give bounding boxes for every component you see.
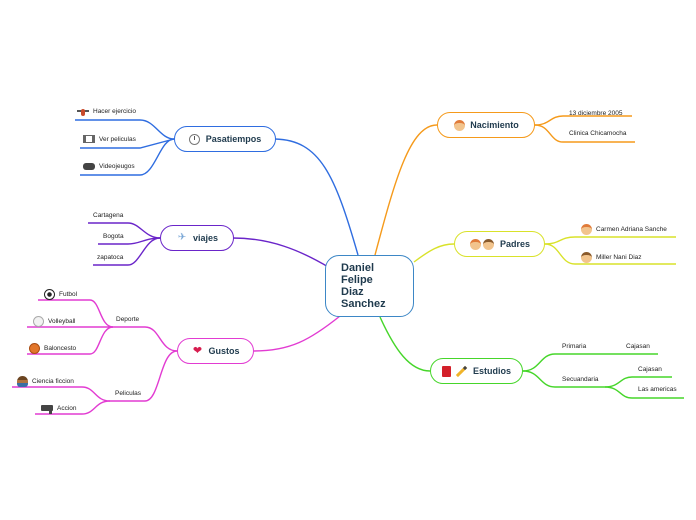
leaf-label: zapatoca [97, 254, 124, 261]
volleyball-icon [32, 315, 44, 327]
leaf-secundaria-cajasan[interactable]: Cajasan [638, 366, 662, 373]
branch-pasatiempos[interactable]: Pasatiempos [174, 126, 276, 152]
subbranch-label: Peliculas [115, 390, 142, 397]
airplane-icon: ✈ [177, 232, 187, 243]
leaf-ciencia-ficcion[interactable]: Ciencia ficcion [16, 375, 74, 387]
branch-label: Estudios [472, 366, 511, 376]
leaf-bogota[interactable]: Bogota [103, 233, 124, 240]
leaf-hacer-ejercicio[interactable]: Hacer ejercicio [77, 105, 136, 117]
leaf-videojeugos[interactable]: Videojeugos [83, 160, 135, 172]
leaf-futbol[interactable]: Futbol [43, 288, 77, 300]
central-topic-line: Sanchez [341, 298, 386, 310]
leaf-label: Baloncesto [44, 344, 77, 352]
weightlifter-icon [77, 107, 89, 116]
central-topic-line: Felipe [341, 274, 373, 286]
subbranch-secundaria[interactable]: Secuandaria [562, 376, 599, 383]
leaf-label: Accion [57, 404, 77, 412]
branch-estudios[interactable]: Estudios [430, 358, 523, 384]
gamepad-icon [83, 162, 95, 170]
man-icon [580, 251, 592, 263]
subbranch-label: Primaria [562, 343, 587, 350]
leaf-las-americas[interactable]: Las americas [638, 386, 677, 393]
heart-icon: ❤ [192, 345, 203, 357]
leaf-baloncesto[interactable]: Baloncesto [28, 342, 76, 354]
subbranch-label: Deporte [116, 316, 140, 323]
leaf-label: Miller Nani Diaz [596, 253, 642, 261]
leaf-ver-peliculas[interactable]: Ver peliculas [83, 133, 136, 145]
branch-label: Padres [499, 239, 531, 249]
branch-nacimiento[interactable]: Nacimiento [437, 112, 535, 138]
viajes-connectors [88, 222, 331, 269]
nacimiento-connectors [374, 115, 635, 256]
leaf-label: Las americas [638, 386, 677, 393]
soccer-ball-icon [43, 288, 55, 300]
leaf-label: Volleyball [48, 317, 76, 325]
leaf-primaria-cajasan[interactable]: Cajasan [626, 343, 650, 350]
central-topic[interactable]: Daniel Felipe Diaz Sanchez [325, 255, 414, 317]
leaf-accion[interactable]: Accion [41, 402, 77, 414]
leaf-padre[interactable]: Miller Nani Diaz [580, 251, 642, 263]
leaf-label: Carmen Adriana Sanche [596, 225, 667, 233]
branch-padres[interactable]: Padres [454, 231, 545, 257]
basketball-icon [28, 342, 40, 354]
leaf-label: 13 diciembre 2005 [569, 110, 623, 117]
branch-label: viajes [192, 233, 219, 243]
branch-gustos[interactable]: ❤ Gustos [177, 338, 254, 364]
branch-label: Nacimiento [470, 120, 519, 130]
leaf-cartagena[interactable]: Cartagena [93, 212, 123, 219]
stopwatch-icon [189, 133, 201, 145]
leaf-volleyball[interactable]: Volleyball [32, 315, 75, 327]
subbranch-peliculas[interactable]: Peliculas [115, 390, 141, 397]
leaf-label: Videojeugos [99, 162, 135, 170]
leaf-label: Ciencia ficcion [32, 377, 74, 385]
leaf-label: Hacer ejercicio [93, 107, 136, 115]
central-topic-line: Daniel [341, 262, 375, 274]
branch-label: Gustos [208, 346, 240, 356]
leaf-clinica[interactable]: Clinica Chicamocha [569, 130, 626, 137]
person-icon [16, 375, 28, 387]
leaf-label: Clinica Chicamocha [569, 130, 627, 137]
subbranch-deporte[interactable]: Deporte [116, 316, 139, 323]
leaf-label: Cajasan [626, 343, 650, 350]
gustos-connectors [12, 299, 341, 415]
branch-viajes[interactable]: ✈ viajes [160, 225, 234, 251]
leaf-label: Cartagena [93, 212, 124, 219]
leaf-label: Ver peliculas [99, 135, 136, 143]
padres-connectors [413, 236, 676, 265]
leaf-madre[interactable]: Carmen Adriana Sanche [580, 223, 667, 235]
book-pencil-icon [441, 365, 468, 377]
film-icon [83, 135, 95, 143]
subbranch-label: Secuandaria [562, 376, 599, 383]
leaf-zapatoca[interactable]: zapatoca [97, 254, 123, 261]
leaf-label: Cajasan [638, 366, 662, 373]
subbranch-primaria[interactable]: Primaria [562, 343, 586, 350]
central-topic-line: Diaz [341, 286, 364, 298]
estudios-connectors [379, 316, 684, 399]
woman-icon [580, 223, 592, 235]
leaf-label: Futbol [59, 290, 78, 298]
baby-icon [453, 119, 465, 131]
pistol-icon [41, 405, 53, 414]
pasatiempos-connectors [75, 119, 359, 256]
leaf-label: Bogota [103, 233, 124, 240]
leaf-fecha-nacimiento[interactable]: 13 diciembre 2005 [569, 110, 622, 117]
parents-icon [469, 238, 495, 250]
branch-label: Pasatiempos [205, 134, 262, 144]
